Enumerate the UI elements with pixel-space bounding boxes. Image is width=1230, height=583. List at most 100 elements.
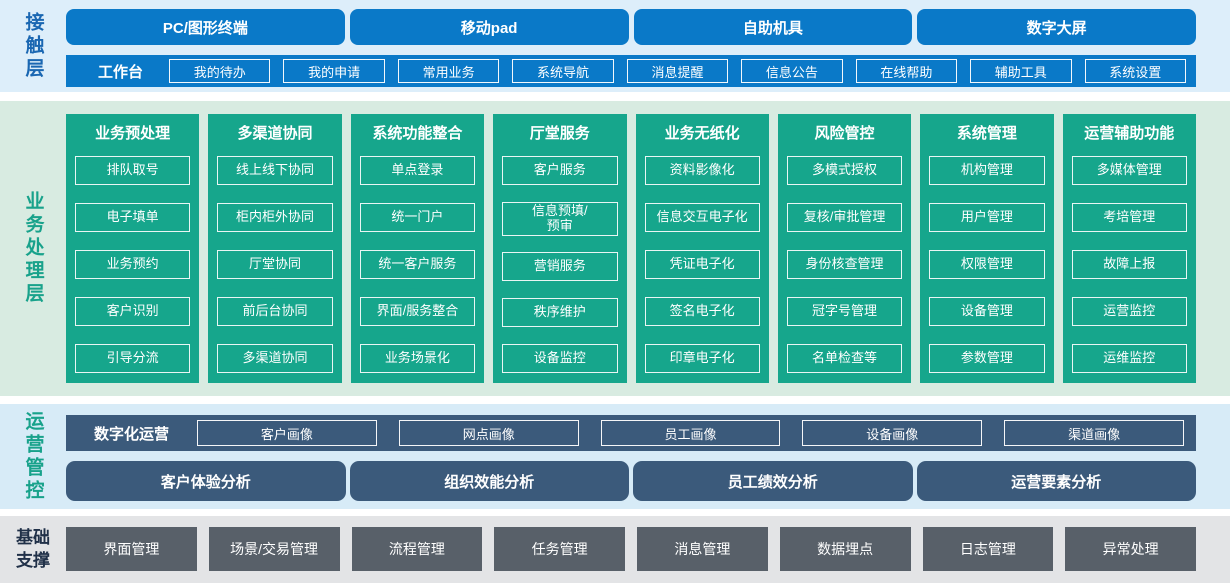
column-item: 多媒体管理 [1071, 156, 1187, 185]
foundation-box: 场景/交易管理 [208, 527, 340, 571]
terminal-box: PC/图形终端 [66, 9, 345, 45]
workbench-items: 我的待办我的申请常用业务系统导航消息提醒信息公告在线帮助辅助工具系统设置 [169, 59, 1186, 83]
business-column: 系统管理机构管理用户管理权限管理设备管理参数管理 [920, 114, 1054, 383]
column-items: 单点登录统一门户统一客户服务界面/服务整合业务场景化 [359, 148, 476, 373]
column-title: 系统管理 [956, 125, 1017, 142]
foundation-box: 数据埋点 [779, 527, 911, 571]
workbench-item: 在线帮助 [855, 59, 958, 83]
terminal-box: 自助机具 [633, 9, 913, 45]
business-layer-label-cell: 业务处理层 [0, 101, 66, 396]
column-title: 厅堂服务 [529, 125, 590, 142]
operations-layer-content: 数字化运营 客户画像网点画像员工画像设备画像渠道画像 客户体验分析组织效能分析员… [66, 404, 1196, 509]
column-item: 参数管理 [929, 344, 1045, 373]
business-column: 风险管控多模式授权复核/审批管理身份核查管理冠字号管理名单检查等 [777, 114, 912, 383]
analysis-row: 客户体验分析组织效能分析员工绩效分析运营要素分析 [66, 461, 1196, 501]
column-item: 机构管理 [929, 156, 1045, 185]
column-item: 印章电子化 [644, 344, 760, 373]
analysis-box: 组织效能分析 [349, 461, 629, 501]
column-item: 凭证电子化 [644, 250, 760, 279]
operations-layer-label-cell: 运营管控 [0, 404, 66, 509]
column-item: 业务场景化 [359, 344, 476, 373]
column-title: 业务无纸化 [664, 125, 740, 142]
foundation-box: 任务管理 [494, 527, 625, 571]
operations-layer-label: 运营管控 [22, 410, 44, 503]
business-column: 多渠道协同线上线下协同柜内柜外协同厅堂协同前后台协同多渠道协同 [208, 114, 342, 383]
business-column: 业务无纸化资料影像化信息交互电子化凭证电子化签名电子化印章电子化 [635, 114, 769, 383]
contact-layer-label-cell: 接触层 [0, 0, 66, 92]
terminal-box: 移动pad [349, 9, 629, 45]
column-items: 客户服务信息预填/ 预审营销服务秩序维护设备监控 [502, 148, 618, 373]
persona-item: 网点画像 [398, 420, 579, 446]
analysis-box: 客户体验分析 [66, 461, 346, 501]
column-item: 排队取号 [75, 156, 191, 185]
column-title: 运营辅助功能 [1084, 125, 1175, 142]
column-item: 单点登录 [359, 156, 476, 185]
column-item: 统一客户服务 [359, 250, 476, 279]
column-items: 机构管理用户管理权限管理设备管理参数管理 [929, 148, 1045, 373]
persona-item: 渠道画像 [1004, 420, 1184, 446]
column-item: 设备监控 [502, 344, 618, 373]
column-item: 线上线下协同 [217, 156, 333, 185]
persona-item: 员工画像 [600, 420, 781, 446]
column-item: 多渠道协同 [217, 344, 333, 373]
column-item: 运营监控 [1071, 297, 1187, 326]
operations-layer: 运营管控 数字化运营 客户画像网点画像员工画像设备画像渠道画像 客户体验分析组织… [0, 404, 1230, 509]
analysis-box: 运营要素分析 [916, 461, 1196, 501]
foundation-layer-label-cell: 基础支撑 [0, 516, 66, 583]
column-item: 营销服务 [502, 252, 618, 282]
column-title: 系统功能整合 [372, 125, 463, 142]
column-item: 前后台协同 [217, 297, 333, 326]
column-item: 冠字号管理 [786, 297, 903, 326]
business-column: 业务预处理排队取号电子填单业务预约客户识别引导分流 [66, 114, 200, 383]
column-item: 用户管理 [929, 203, 1045, 232]
column-item: 多模式授权 [786, 156, 903, 185]
column-item: 引导分流 [75, 344, 191, 373]
column-item: 界面/服务整合 [359, 297, 476, 326]
column-item: 客户识别 [75, 297, 191, 326]
workbench-item: 我的待办 [169, 59, 271, 83]
business-columns: 业务预处理排队取号电子填单业务预约客户识别引导分流多渠道协同线上线下协同柜内柜外… [66, 114, 1196, 383]
column-items: 资料影像化信息交互电子化凭证电子化签名电子化印章电子化 [644, 148, 760, 373]
digital-ops-label: 数字化运营 [94, 425, 170, 443]
foundation-layer-content: 界面管理场景/交易管理流程管理任务管理消息管理数据埋点日志管理异常处理 [66, 516, 1196, 583]
column-item: 电子填单 [75, 203, 191, 232]
analysis-box: 员工绩效分析 [633, 461, 913, 501]
column-items: 多媒体管理考培管理故障上报运营监控运维监控 [1071, 148, 1187, 373]
column-item: 信息预填/ 预审 [502, 201, 618, 236]
workbench-item: 系统设置 [1084, 59, 1186, 83]
column-item: 秩序维护 [502, 298, 618, 328]
column-item: 复核/审批管理 [786, 203, 903, 232]
workbench-item: 消息提醒 [626, 59, 729, 83]
column-title: 业务预处理 [95, 125, 171, 142]
foundation-layer: 基础支撑 界面管理场景/交易管理流程管理任务管理消息管理数据埋点日志管理异常处理 [0, 516, 1230, 583]
persona-item: 客户画像 [197, 420, 377, 446]
column-items: 排队取号电子填单业务预约客户识别引导分流 [75, 148, 191, 373]
business-layer-content: 业务预处理排队取号电子填单业务预约客户识别引导分流多渠道协同线上线下协同柜内柜外… [66, 101, 1196, 396]
workbench-bar: 工作台 我的待办我的申请常用业务系统导航消息提醒信息公告在线帮助辅助工具系统设置 [66, 55, 1196, 87]
column-item: 名单检查等 [786, 344, 903, 373]
business-layer: 业务处理层 业务预处理排队取号电子填单业务预约客户识别引导分流多渠道协同线上线下… [0, 101, 1230, 396]
column-title: 风险管控 [814, 125, 875, 142]
business-column: 系统功能整合单点登录统一门户统一客户服务界面/服务整合业务场景化 [350, 114, 485, 383]
column-title: 多渠道协同 [237, 125, 313, 142]
column-item: 信息交互电子化 [644, 203, 760, 232]
foundation-box: 消息管理 [637, 527, 768, 571]
workbench-item: 信息公告 [741, 59, 843, 83]
foundation-box: 界面管理 [66, 527, 197, 571]
digital-ops-items: 客户画像网点画像员工画像设备画像渠道画像 [197, 420, 1184, 446]
foundation-row: 界面管理场景/交易管理流程管理任务管理消息管理数据埋点日志管理异常处理 [66, 527, 1196, 571]
column-item: 柜内柜外协同 [217, 203, 333, 232]
digital-ops-bar: 数字化运营 客户画像网点画像员工画像设备画像渠道画像 [66, 415, 1196, 451]
workbench-item: 我的申请 [283, 59, 385, 83]
foundation-box: 异常处理 [1065, 527, 1196, 571]
column-items: 线上线下协同柜内柜外协同厅堂协同前后台协同多渠道协同 [217, 148, 333, 373]
workbench-label: 工作台 [98, 63, 144, 81]
column-item: 客户服务 [502, 156, 618, 185]
column-item: 资料影像化 [644, 156, 760, 185]
column-item: 设备管理 [929, 297, 1045, 326]
column-item: 权限管理 [929, 250, 1045, 279]
